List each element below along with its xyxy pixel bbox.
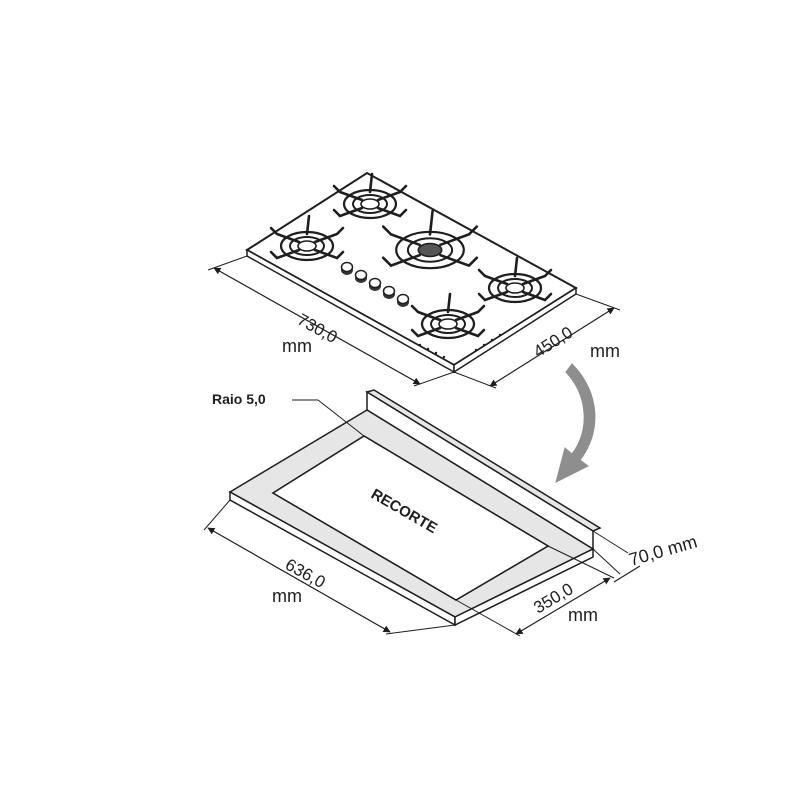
control-knob-icon	[368, 277, 382, 291]
backsplash-value: 70,0 mm	[627, 531, 700, 570]
control-knob-icon	[396, 293, 410, 307]
control-knob-icon	[340, 261, 354, 275]
cutout-width-unit: mm	[272, 586, 302, 606]
cooktop-depth-value: 450,0	[530, 323, 576, 362]
curved-arrow-icon	[555, 363, 596, 483]
cutout-depth-unit: mm	[568, 605, 598, 625]
burner-icon	[269, 214, 345, 262]
control-knob-icon	[382, 285, 396, 299]
cooktop-depth-unit: mm	[590, 341, 620, 361]
burner-icon	[381, 209, 479, 270]
radius-label: Raio 5,0	[212, 391, 266, 407]
control-knob-icon	[354, 269, 368, 283]
cutout-depth-dimension: 350,0 mm	[455, 545, 615, 637]
radius-callout: Raio 5,0	[212, 391, 365, 437]
backsplash-dimension: 70,0 mm	[592, 530, 700, 583]
cutout-width-dimension: 636,0 mm	[203, 499, 456, 635]
burner-icon	[332, 172, 408, 220]
burner-icon	[477, 256, 553, 304]
cooktop-width-unit: mm	[282, 336, 312, 356]
